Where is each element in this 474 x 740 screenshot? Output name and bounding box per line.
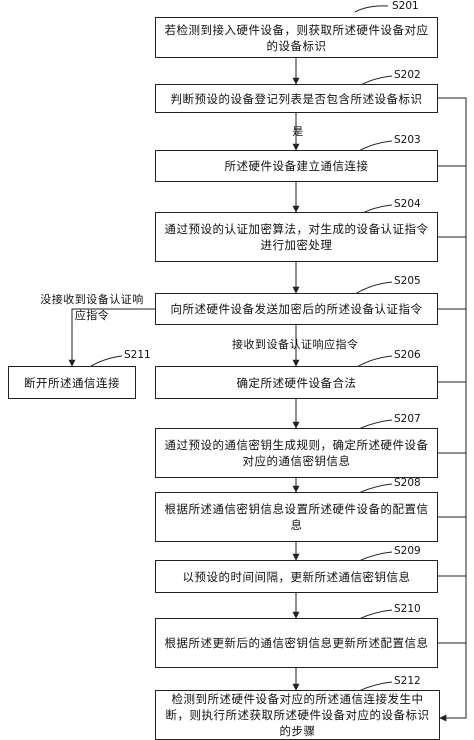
step-s212-text: 检测到所述硬件设备对应的所述通信连接发生中断，则执行所述获取所述硬件设备对应的设… bbox=[165, 692, 430, 738]
step-s202-box: 判断预设的设备登记列表是否包含所述设备标识 bbox=[155, 84, 438, 113]
step-s203-label: S203 bbox=[394, 134, 421, 146]
step-s207-label: S207 bbox=[394, 413, 421, 425]
leader-s205 bbox=[354, 281, 393, 295]
step-s203-text: 所述硬件设备建立通信连接 bbox=[224, 159, 369, 173]
step-s210-box: 根据所述更新后的通信密钥信息更新所述配置信息 bbox=[155, 618, 438, 668]
leader-s201 bbox=[354, 5, 389, 13]
step-s204-label: S204 bbox=[394, 198, 421, 210]
step-s205-text: 向所述硬件设备发送加密后的所述设备认证指令 bbox=[170, 302, 423, 316]
step-s209-box: 以预设的时间间隔，更新所述通信密钥信息 bbox=[155, 560, 438, 593]
step-s202-label: S202 bbox=[394, 69, 421, 81]
step-s205-box: 向所述硬件设备发送加密后的所述设备认证指令 bbox=[155, 293, 438, 325]
step-s204-text: 通过预设的认证加密算法，对生成的设备认证指令进行加密处理 bbox=[164, 222, 429, 252]
step-s205-label: S205 bbox=[394, 275, 421, 287]
step-s201-box: 若检测到接入硬件设备，则获取所述硬件设备对应的设备标识 bbox=[155, 17, 438, 58]
step-s210-text: 根据所述更新后的通信密钥信息更新所述配置信息 bbox=[164, 636, 429, 650]
step-s208-label: S208 bbox=[394, 477, 421, 489]
step-s202-text: 判断预设的设备登记列表是否包含所述设备标识 bbox=[170, 91, 423, 106]
step-s206-label: S206 bbox=[394, 349, 421, 361]
step-s201-label: S201 bbox=[392, 0, 419, 12]
loop-s202-no bbox=[438, 97, 467, 722]
step-s206-box: 确定所述硬件设备合法 bbox=[155, 366, 438, 399]
step-s208-box: 根据所述通信密钥信息设置所述硬件设备的配置信息 bbox=[155, 492, 438, 542]
step-s209-text: 以预设的时间间隔，更新所述通信密钥信息 bbox=[182, 569, 411, 584]
step-s212-label: S212 bbox=[394, 675, 421, 687]
step-s207-text: 通过预设的通信密钥生成规则，确定所述硬件设备对应的通信密钥信息 bbox=[164, 438, 429, 468]
step-s204-box: 通过预设的认证加密算法，对生成的设备认证指令进行加密处理 bbox=[155, 212, 438, 262]
edge-label-received-response: 接收到设备认证响应指令 bbox=[232, 338, 359, 351]
step-s209-label: S209 bbox=[394, 545, 421, 557]
step-s211-text: 断开所述通信连接 bbox=[24, 375, 120, 390]
step-s201-text: 若检测到接入硬件设备，则获取所述硬件设备对应的设备标识 bbox=[164, 22, 429, 53]
step-s212-box: 检测到所述硬件设备对应的所述通信连接发生中断，则执行所述获取所述硬件设备对应的设… bbox=[155, 690, 440, 740]
step-s211-box: 断开所述通信连接 bbox=[8, 366, 136, 399]
step-s203-box: 所述硬件设备建立通信连接 bbox=[155, 150, 438, 182]
step-s206-text: 确定所述硬件设备合法 bbox=[236, 375, 357, 390]
step-s211-label: S211 bbox=[124, 349, 151, 361]
edge-label-no-response: 没接收到设备认证响应指令 bbox=[40, 293, 144, 322]
step-s210-label: S210 bbox=[394, 603, 421, 615]
step-s208-text: 根据所述通信密钥信息设置所述硬件设备的配置信息 bbox=[164, 502, 429, 532]
arrow-s205-s211 bbox=[68, 308, 155, 367]
edge-label-yes: 是 bbox=[292, 125, 304, 138]
step-s207-box: 通过预设的通信密钥生成规则，确定所述硬件设备对应的通信密钥信息 bbox=[155, 428, 438, 478]
